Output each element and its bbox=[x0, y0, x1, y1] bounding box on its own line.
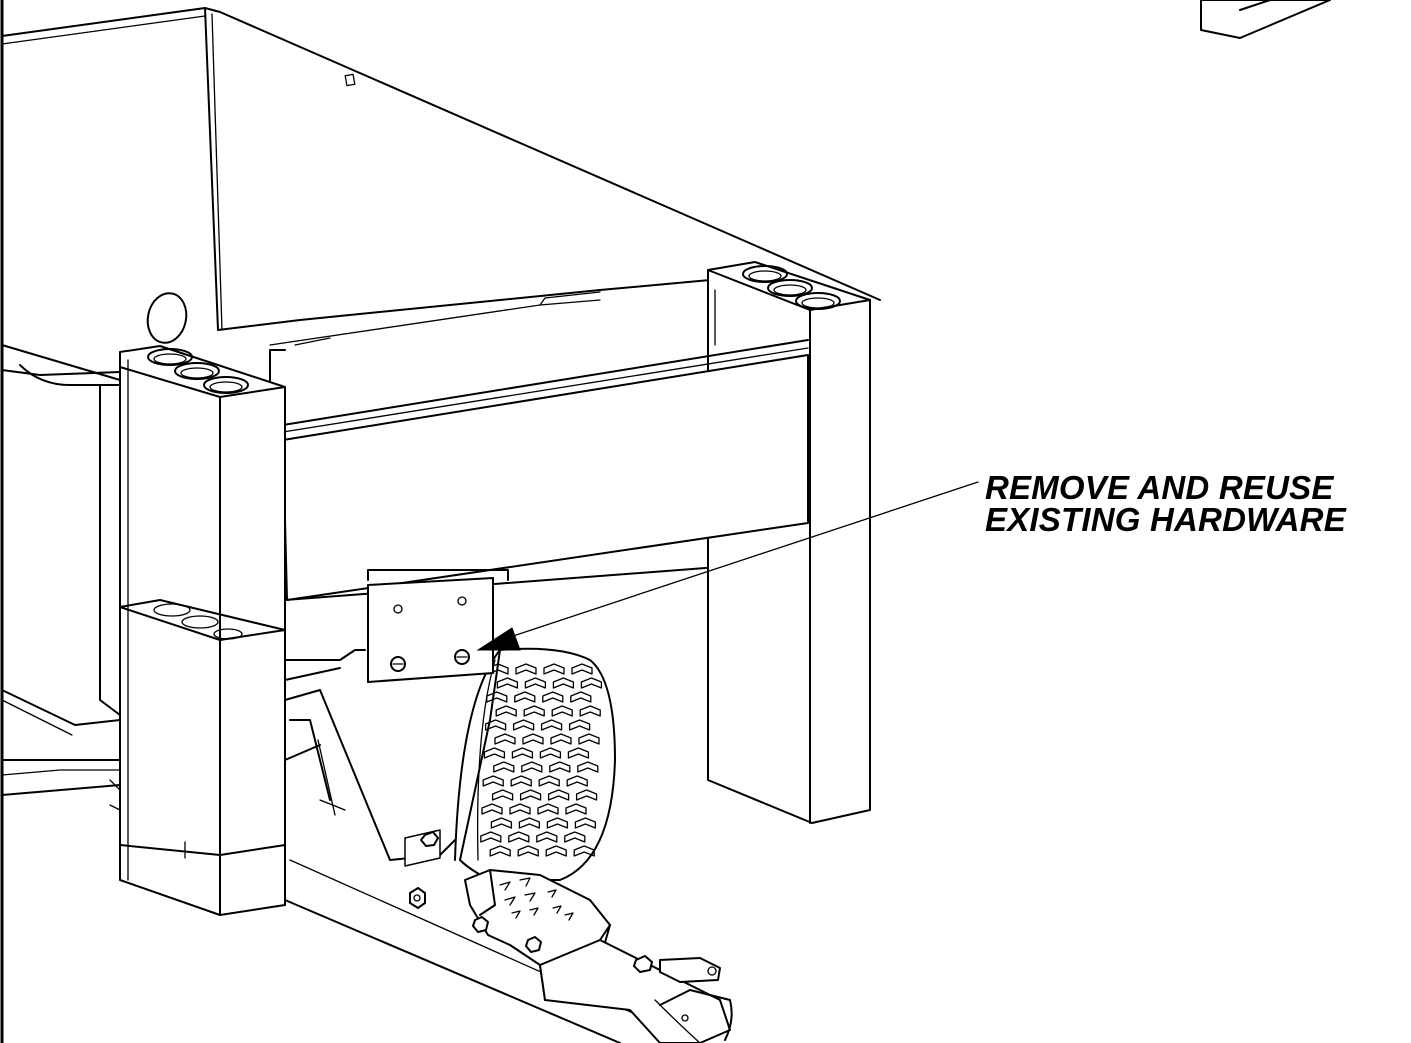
tread-block bbox=[512, 719, 535, 731]
tread-block bbox=[579, 705, 601, 717]
tread-block bbox=[566, 775, 588, 787]
tread-block bbox=[519, 789, 542, 801]
tread-block bbox=[494, 733, 516, 745]
tread-block bbox=[542, 691, 564, 703]
right-leg bbox=[707, 261, 871, 824]
tread-block bbox=[518, 817, 541, 829]
tread-block bbox=[524, 677, 547, 689]
tread-block bbox=[547, 789, 570, 801]
tread-block bbox=[537, 803, 559, 815]
hopper-body bbox=[1, 7, 881, 796]
tread-block bbox=[515, 663, 537, 675]
tread-block bbox=[481, 803, 503, 815]
tread-block bbox=[490, 817, 513, 829]
tread-block bbox=[549, 761, 571, 773]
tread-block bbox=[483, 747, 506, 759]
tread-block bbox=[496, 677, 519, 689]
tread-block bbox=[543, 663, 565, 675]
tread-block bbox=[495, 705, 517, 717]
tire-tread bbox=[480, 663, 603, 857]
top-right-component bbox=[1200, 0, 1331, 39]
tread-block bbox=[546, 817, 569, 829]
tread-block bbox=[491, 789, 514, 801]
tread-block bbox=[522, 733, 544, 745]
tread-block bbox=[511, 747, 534, 759]
tread-block bbox=[521, 761, 543, 773]
left-leg bbox=[109, 345, 286, 916]
tread-block bbox=[568, 719, 591, 731]
tread-block bbox=[552, 677, 575, 689]
tread-block bbox=[539, 747, 562, 759]
tread-block bbox=[551, 705, 573, 717]
tread-block bbox=[575, 789, 598, 801]
callout-arrowhead bbox=[476, 627, 521, 651]
tread-block bbox=[484, 719, 507, 731]
tread-block bbox=[489, 845, 511, 857]
tread-block bbox=[536, 831, 558, 843]
callout-leader bbox=[476, 481, 979, 651]
tread-block bbox=[567, 747, 590, 759]
tread-block bbox=[523, 705, 545, 717]
tread-block bbox=[565, 803, 587, 815]
tread-block bbox=[509, 803, 531, 815]
tread-block bbox=[573, 845, 595, 857]
hex-nut-left bbox=[409, 887, 426, 909]
callout-label: REMOVE AND REUSE EXISTING HARDWARE bbox=[985, 469, 1346, 538]
tread-block bbox=[514, 691, 536, 703]
tread-block bbox=[577, 761, 599, 773]
deflector-slots bbox=[499, 877, 574, 921]
tread-block bbox=[564, 831, 586, 843]
spinner-chute bbox=[284, 649, 456, 867]
front-cross-bar bbox=[269, 339, 809, 601]
tread-block bbox=[578, 733, 600, 745]
tread-block bbox=[508, 831, 530, 843]
callout-line-2: EXISTING HARDWARE bbox=[985, 501, 1346, 538]
tread-block bbox=[486, 691, 508, 703]
tread-block bbox=[510, 775, 532, 787]
spinner-arm bbox=[539, 924, 733, 1043]
bracket-hole-upper-right bbox=[457, 596, 467, 606]
tread-block bbox=[480, 831, 502, 843]
mounting-bracket bbox=[367, 569, 509, 683]
tread-block bbox=[570, 691, 592, 703]
bolt-head-right bbox=[454, 649, 470, 665]
bolt-head-left bbox=[390, 656, 406, 672]
callout-line-1: REMOVE AND REUSE bbox=[985, 469, 1334, 506]
tread-block bbox=[493, 761, 515, 773]
tread-block bbox=[545, 845, 567, 857]
tread-block bbox=[571, 663, 593, 675]
bracket-hole-upper-left bbox=[393, 604, 403, 614]
tread-block bbox=[540, 719, 563, 731]
tread-block bbox=[482, 775, 504, 787]
tread-block bbox=[538, 775, 560, 787]
tread-block bbox=[550, 733, 572, 745]
tire bbox=[454, 647, 616, 881]
tread-block bbox=[517, 845, 539, 857]
tread-block bbox=[574, 817, 597, 829]
tread-block bbox=[580, 677, 603, 689]
